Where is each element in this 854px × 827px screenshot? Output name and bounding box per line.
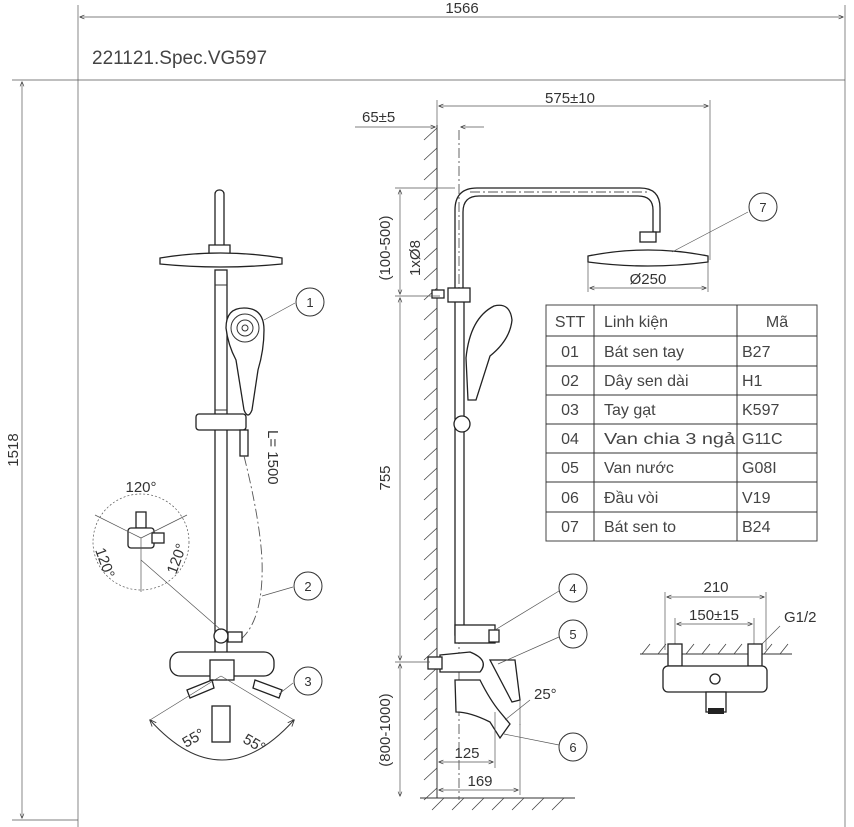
swing-angle-right: 55° [240,731,268,757]
svg-text:05: 05 [561,460,579,477]
wall-hatch [420,127,575,811]
table-row: 07 Bát sen to B24 [561,519,770,536]
swing-angle-left: 55° [180,725,208,751]
spout-125-label: 125 [454,745,479,762]
front-view: L= 1500 55° 55° 120° 120° 120° 1 2 [91,189,325,761]
valve-width-label: 210 [703,579,728,596]
svg-text:02: 02 [561,373,579,390]
mixer-side [439,651,484,673]
svg-text:K597: K597 [742,402,779,419]
hose-length-label: L= 1500 [264,430,281,485]
svg-text:Van chia 3 ngả: Van chia 3 ngả [604,431,735,448]
svg-text:03: 03 [561,402,579,419]
wall-offset-label: 65±5 [362,109,395,126]
callout-1 [295,287,325,317]
svg-text:4: 4 [569,581,576,596]
table-row: 01 Bát sen tay B27 [561,344,770,361]
svg-text:1: 1 [306,295,313,310]
table-header-stt: STT [555,314,585,331]
svg-text:2: 2 [304,579,311,594]
rain-head-front [159,252,283,268]
hose-dashed [239,455,263,641]
rotation-angle-top: 120° [125,479,156,496]
rail-height-label: 755 [377,465,394,490]
side-view: 25° 575±10 65±5 Ø250 (100-500) 1xØ8 755 … [355,90,778,811]
rotation-detail [92,493,190,591]
callout-3 [293,666,323,696]
svg-text:01: 01 [561,344,579,361]
table-header-code: Mã [766,314,788,331]
callout-7 [748,192,778,222]
svg-text:04: 04 [561,431,579,448]
drawing-frame [12,5,846,827]
thread-label: G1/2 [784,609,817,626]
parts-table: STT Linh kiện Mã 01 Bát sen tay B27 02 D… [545,304,818,542]
spout-169-label: 169 [467,773,492,790]
rotation-angle-right: 120° [164,541,191,576]
rail-side [454,289,465,636]
table-row: 06 Đầu vòi V19 [561,490,770,507]
svg-text:06: 06 [561,490,579,507]
table-row: 05 Van nước G08I [561,460,777,477]
bracket-label: 1xØ8 [407,240,424,276]
svg-text:Bát sen to: Bát sen to [604,519,676,536]
overall-width-dimension: 1566 [80,0,843,17]
svg-text:3: 3 [304,674,311,689]
hand-shower-side [465,304,513,401]
spout-side [454,679,511,740]
table-row: 03 Tay gạt K597 [561,402,779,419]
arm-height-label: (100-500) [377,215,394,280]
table-row: 04 Van chia 3 ngả G11C [561,431,783,448]
rain-head-side [587,249,709,267]
svg-text:7: 7 [759,200,766,215]
svg-text:Đầu vòi: Đầu vòi [604,490,658,507]
svg-text:Bát sen tay: Bát sen tay [604,344,684,361]
svg-text:Van nước: Van nước [604,460,674,477]
svg-text:6: 6 [569,740,576,755]
arm-length-label: 575±10 [545,90,595,107]
svg-text:B27: B27 [742,344,771,361]
diverter-front [213,628,229,644]
spout-front [211,705,231,743]
svg-text:07: 07 [561,519,579,536]
table-header-part: Linh kiện [604,314,668,331]
valve-height-label: (800-1000) [377,693,394,766]
svg-text:H1: H1 [742,373,763,390]
svg-text:V19: V19 [742,490,771,507]
callout-6 [558,732,588,762]
slider-front [195,413,247,431]
svg-text:Dây sen dài: Dây sen dài [604,373,689,390]
valve-centers-label: 150±15 [689,607,739,624]
callout-5 [558,619,588,649]
overall-width-label: 1566 [445,0,478,17]
head-diameter-label: Ø250 [630,271,667,288]
top-riser [214,189,225,251]
valve-detail: 210 150±15 G1/2 [640,579,817,714]
rotation-angle-left: 120° [91,546,118,581]
main-rail-front [214,269,228,666]
spout-angle-label: 25° [534,686,557,703]
table-row: 02 Dây sen dài H1 [561,373,762,390]
svg-text:G08I: G08I [742,460,777,477]
overall-height-dimension: 1518 [5,82,22,818]
svg-text:G11C: G11C [742,431,783,448]
drawing-title: 221121.Spec.VG597 [92,48,267,69]
svg-text:5: 5 [569,627,576,642]
hand-shower-front [225,307,265,416]
callout-4 [558,573,588,603]
svg-text:B24: B24 [742,519,771,536]
overall-height-label: 1518 [5,433,22,466]
svg-text:Tay gạt: Tay gạt [604,402,656,419]
callout-2 [293,571,323,601]
